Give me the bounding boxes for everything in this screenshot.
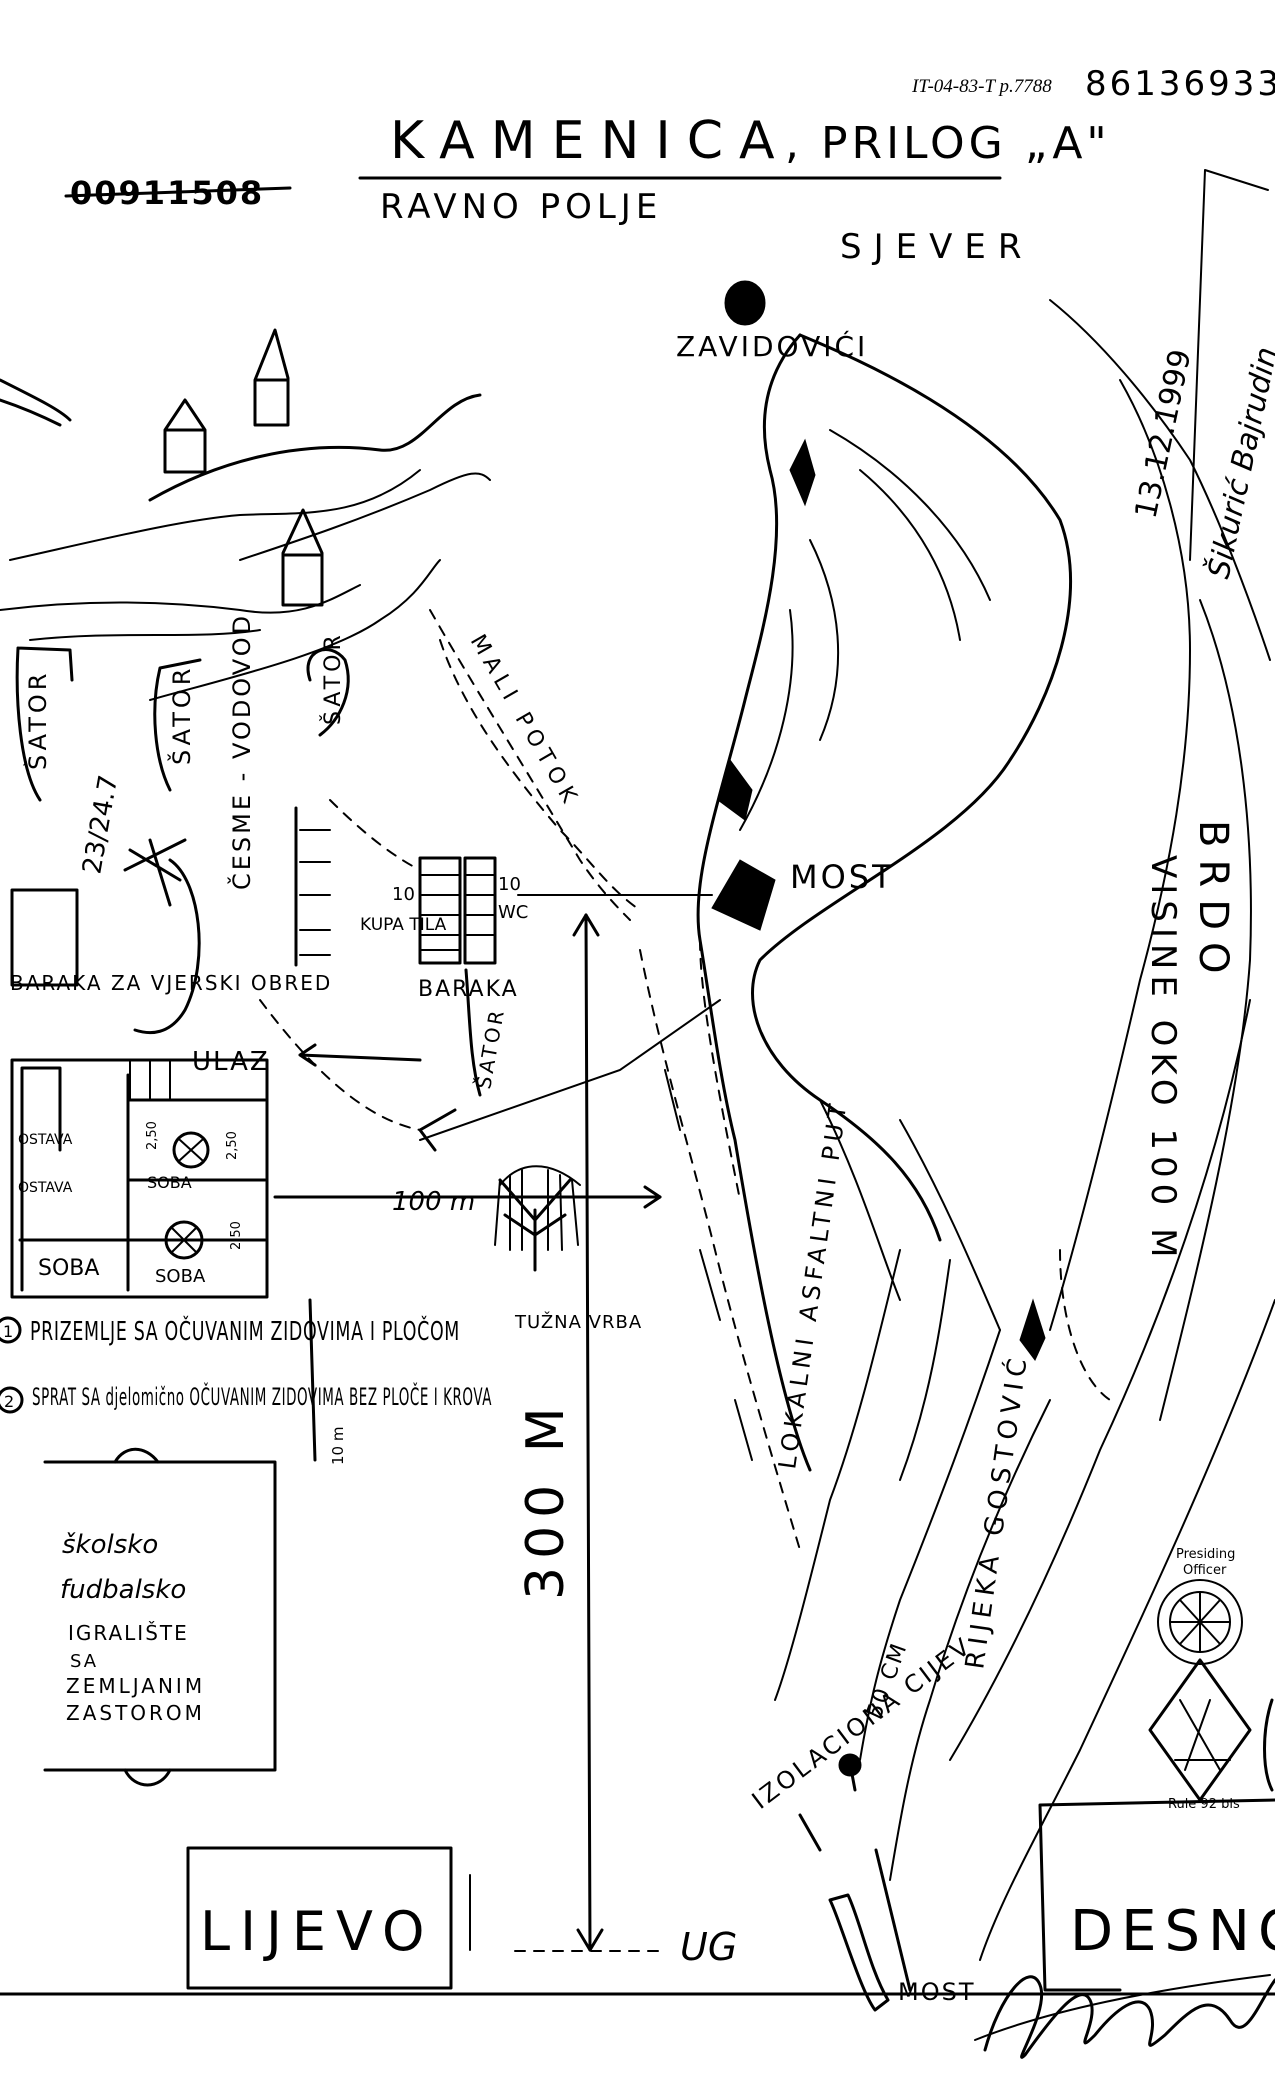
signature xyxy=(983,1975,1275,2059)
barrack-wc xyxy=(463,856,497,965)
ug-label: UG xyxy=(680,1925,737,1969)
wc-count: 10 xyxy=(498,874,521,895)
room-label: SOBA xyxy=(38,1256,99,1281)
un-emblem xyxy=(1157,1579,1243,1665)
pipe-label: IZOLACIONA CIJEV xyxy=(747,1631,978,1814)
room-label: OSTAVA xyxy=(18,1180,73,1196)
wc-label: WC xyxy=(498,902,528,923)
legend-item-2: SPRAT SA djelomično OČUVANIM ZIDOVIMA BE… xyxy=(32,1381,492,1411)
date-note: 23/24.7 xyxy=(77,773,124,876)
legend-num-2: 2 xyxy=(4,1392,14,1411)
room-dim: 2,50 xyxy=(229,1221,244,1250)
stream-label: MALI POTOK xyxy=(465,631,584,813)
camp: ŠATOR ŠATOR ŠATOR 23/24.7 BARAKA ZA VJER… xyxy=(10,613,721,1333)
tent-label: ŠATOR xyxy=(471,1006,509,1091)
cross-icon xyxy=(123,838,187,907)
tent-label: ŠATOR xyxy=(320,631,346,725)
kup-count: 10 xyxy=(392,884,415,905)
strikethrough xyxy=(64,186,292,198)
field-line-6: ZASTOROM xyxy=(66,1701,205,1725)
field-line-5: ZEMLJANIM xyxy=(66,1674,205,1698)
room-marker xyxy=(172,1131,210,1169)
dimension-line xyxy=(308,1298,317,1462)
bridge-bottom-label: MOST xyxy=(898,1978,976,2006)
village-dot xyxy=(724,280,766,326)
field-line-1: školsko xyxy=(62,1530,158,1560)
direction-arrow xyxy=(789,438,816,507)
bridge-top-label: MOST xyxy=(790,858,895,896)
stamp-line-2: Officer xyxy=(1183,1563,1227,1578)
legend-marker-1 xyxy=(0,1316,22,1344)
pipe-marker xyxy=(838,1753,862,1777)
tent-label: ŠATOR xyxy=(166,665,196,765)
left-side-label: LIJEVO xyxy=(200,1900,435,1963)
willow-tree-icon xyxy=(494,1165,581,1272)
prayer-barrack xyxy=(10,888,79,987)
legend-marker-2 xyxy=(0,1386,24,1414)
house-icon xyxy=(163,398,207,474)
kupatila-label: KUPA TILA xyxy=(360,915,447,935)
legend-item-1: PRIZEMLJE SA OČUVANIM ZIDOVIMA I PLOČOM xyxy=(30,1315,460,1347)
signature-note: 13.12.1999 Šikurić Bajrudin xyxy=(1129,169,1275,582)
tree-label: TUŽNA VRBA xyxy=(514,1311,642,1333)
stamp-rule: Rule 92 bis xyxy=(1168,1797,1240,1812)
map-subtitle: RAVNO POLJE xyxy=(380,187,662,227)
village-label: ZAVIDOVIĆI xyxy=(676,329,868,363)
north-label: SJEVER xyxy=(840,227,1033,267)
field-line-3: IGRALIŠTE xyxy=(68,1621,189,1645)
water-taps-label: ČESME - VODOVOD xyxy=(226,613,256,890)
house-icon xyxy=(281,508,324,607)
arrow-icon xyxy=(298,1043,422,1067)
legend: 1 PRIZEMLJE SA OČUVANIM ZIDOVIMA I PLOČO… xyxy=(0,1298,492,1465)
hill-label: BRDO xyxy=(1190,820,1236,986)
distance-300: 300 M xyxy=(469,913,604,1952)
tent-label: ŠATOR xyxy=(22,670,52,770)
barrack-bath xyxy=(418,856,462,965)
river-and-road: ZAVIDOVIĆI MOST BRDO VISINE OKO 1 xyxy=(639,280,1275,1961)
distance-300-label: 300 M xyxy=(516,1399,576,1600)
bridge-top xyxy=(711,859,776,931)
road-label: LOKALNI ASFALTNI PUT xyxy=(773,1098,853,1471)
right-side-label: DESNO xyxy=(1070,1899,1275,1964)
note-name: Šikurić Bajrudin xyxy=(1200,344,1275,582)
room-label: SOBA xyxy=(147,1173,192,1192)
field-line-4: SA xyxy=(70,1651,98,1672)
distance-100-label: 100 m xyxy=(392,1187,475,1217)
direction-arrow xyxy=(1019,1298,1046,1361)
room-dim: 2,50 xyxy=(225,1131,240,1160)
presiding-officer-stamp: Presiding Officer Rule 92 bis xyxy=(1148,1547,1274,1812)
stamp-number: 86136933 xyxy=(1085,64,1275,104)
tent-icon xyxy=(153,658,202,792)
left-side-box xyxy=(186,1846,453,1990)
room-label: OSTAVA xyxy=(18,1132,73,1148)
house-icon xyxy=(253,328,290,427)
tent-icon xyxy=(306,648,350,737)
prayer-barrack-label: BARAKA ZA VJERSKI OBRED xyxy=(10,971,332,995)
bridge-bottom xyxy=(828,1893,890,2012)
arrow-icon xyxy=(418,1108,457,1152)
field-line-2: fudbalsko xyxy=(60,1575,186,1605)
room-marker xyxy=(164,1220,204,1260)
annex-label: , PRILOG „A" xyxy=(785,118,1111,169)
map-title: KAMENICA xyxy=(390,111,791,171)
dist-10-label: 10 m xyxy=(329,1427,347,1465)
hill-height-label: VISINE OKO 100 M xyxy=(1143,855,1183,1263)
tent-icon xyxy=(464,968,482,1097)
tent-icon xyxy=(15,646,74,802)
doc-reference: IT-04-83-T p.7788 xyxy=(911,76,1052,97)
stamp-line-1: Presiding xyxy=(1176,1547,1235,1562)
entrance-label: ULAZ xyxy=(192,1047,270,1077)
room-label: SOBA xyxy=(155,1266,206,1287)
header: IT-04-83-T p.7788 86136933 00911508 KAME… xyxy=(64,64,1275,267)
room-dim: 2,50 xyxy=(145,1121,160,1150)
legend-num-1: 1 xyxy=(3,1322,13,1341)
football-field: školsko fudbalsko IGRALIŠTE SA ZEMLJANIM… xyxy=(43,1447,277,1787)
direction-arrow xyxy=(717,758,753,821)
school-building xyxy=(10,1058,269,1299)
scales-emblem xyxy=(1148,1658,1252,1802)
note-date: 13.12.1999 xyxy=(1129,346,1199,521)
